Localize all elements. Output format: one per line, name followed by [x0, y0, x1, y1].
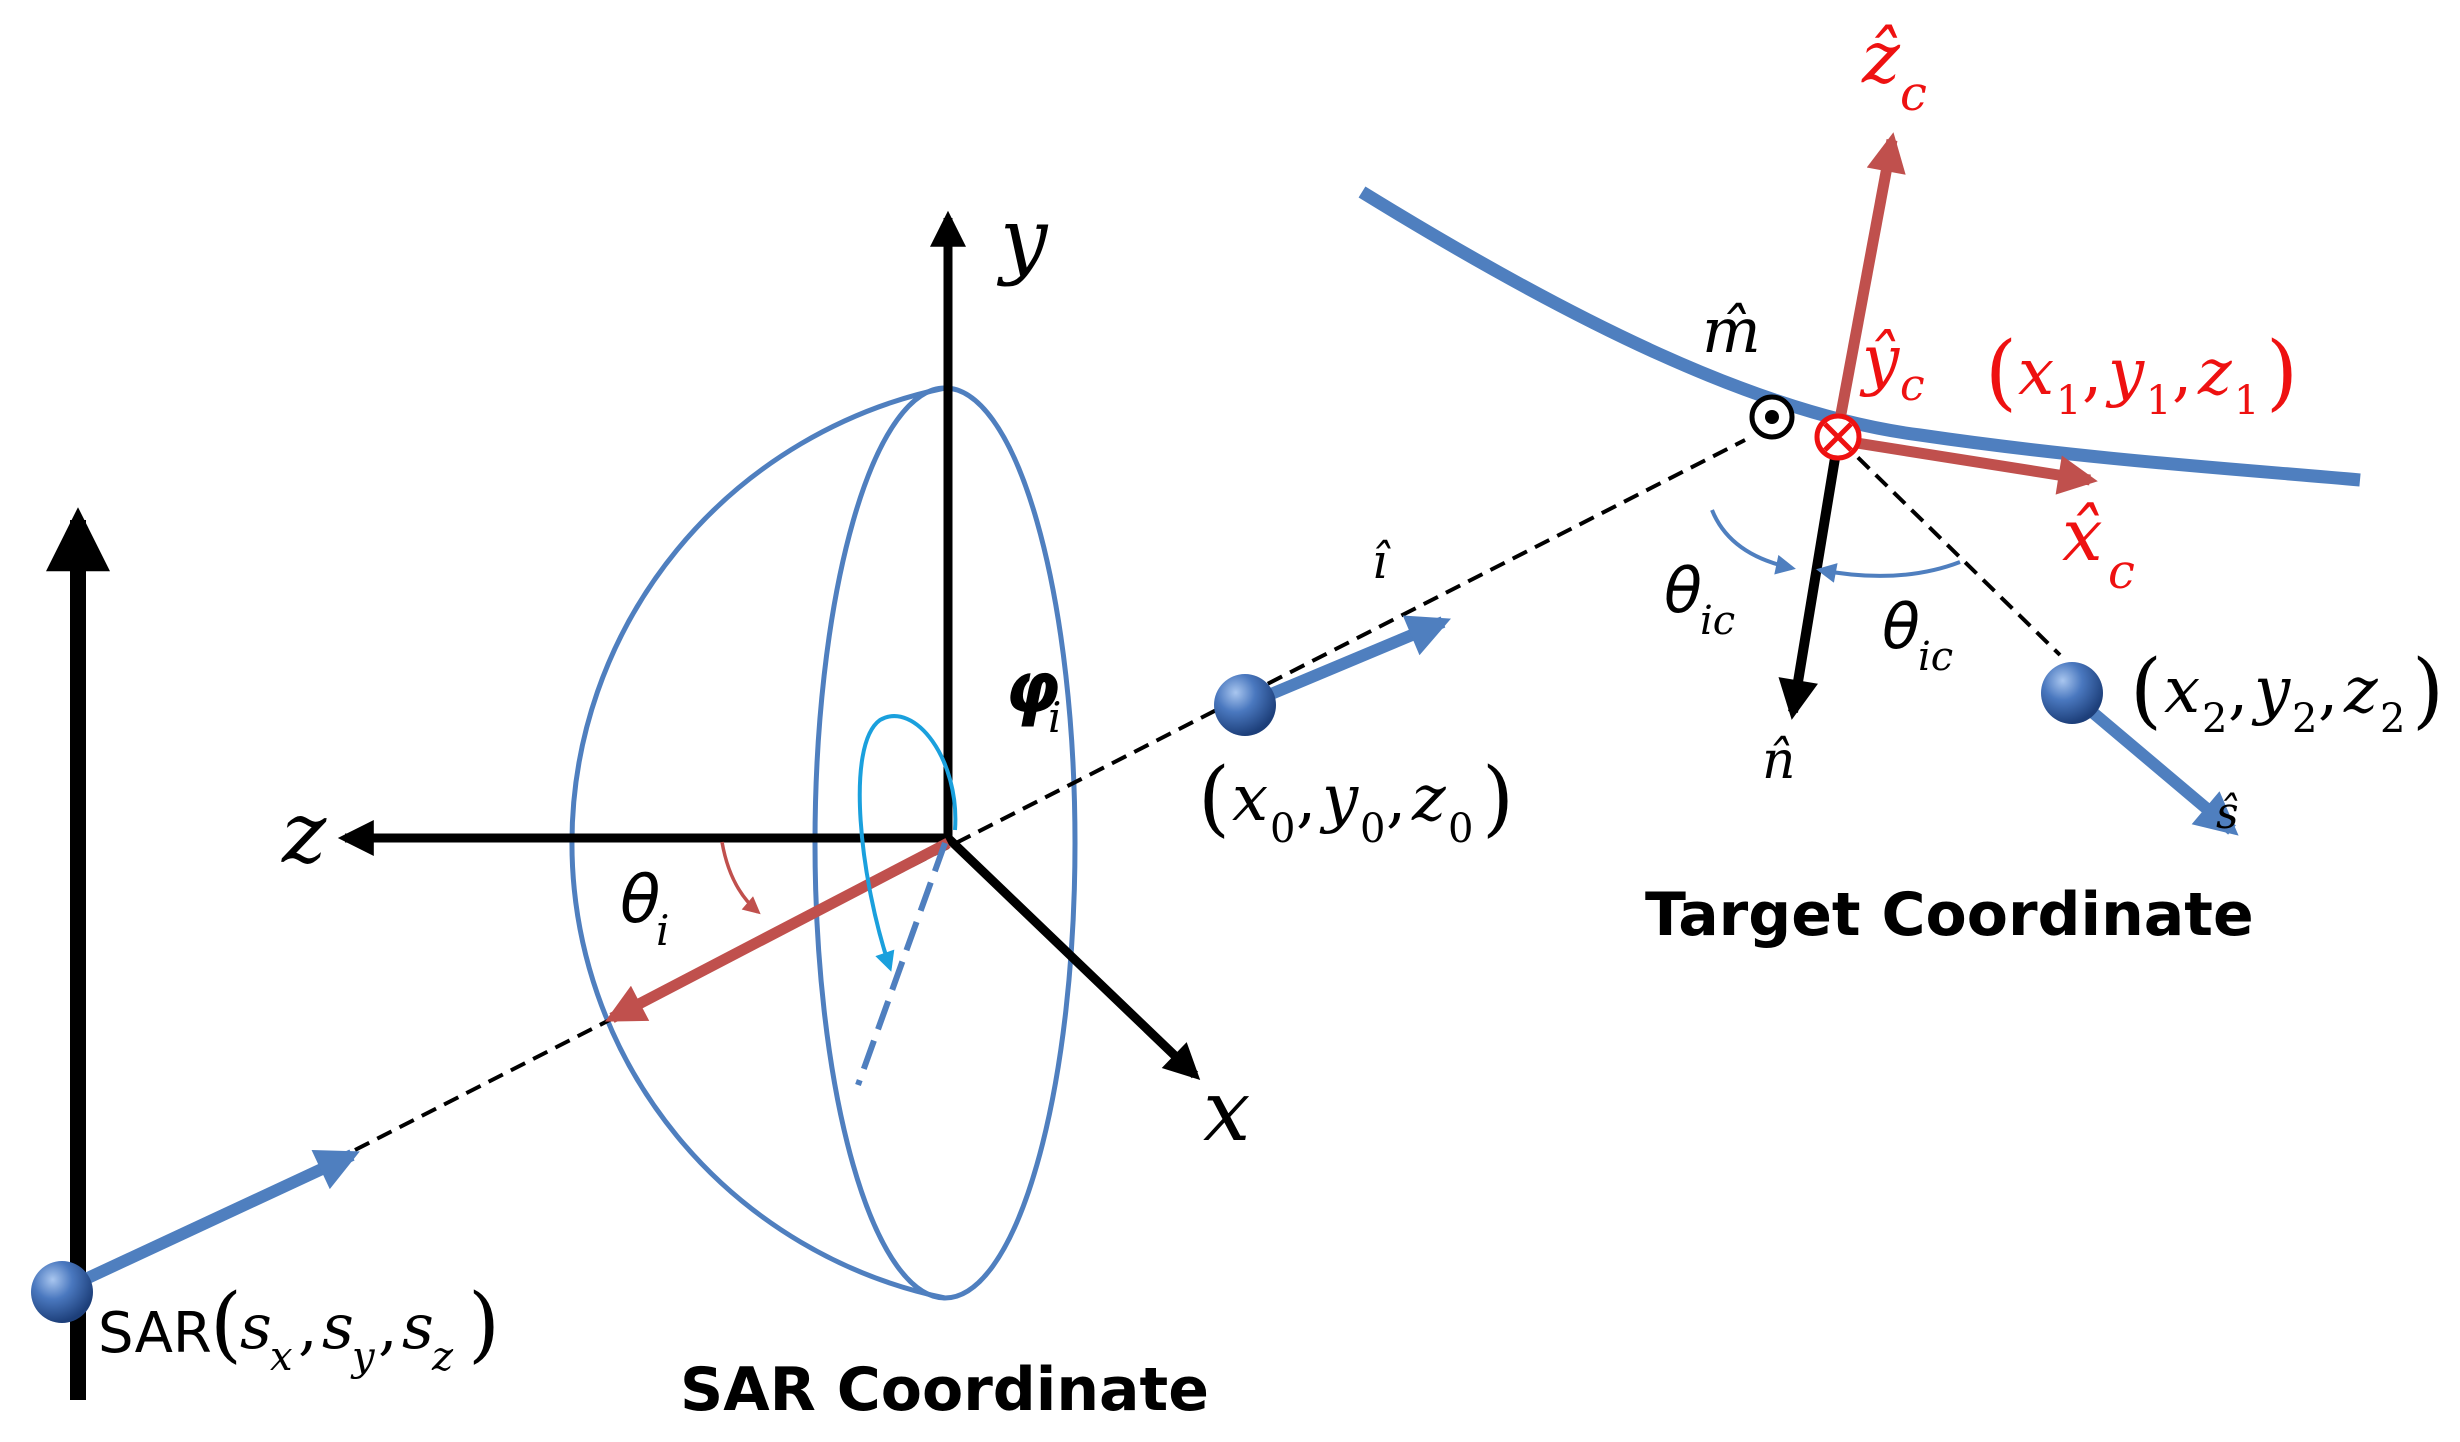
- point-p0: [1214, 674, 1276, 736]
- p1-a-sub: 1: [2056, 378, 2081, 424]
- label-z-axis: z: [281, 784, 327, 882]
- theta-i-symbol: θ: [620, 861, 660, 938]
- sar-s3-sub: z: [431, 1334, 454, 1380]
- sar-sep-2: ,: [378, 1290, 398, 1363]
- sar-prefix: SAR: [98, 1301, 212, 1366]
- label-s-hat: ŝ: [2216, 788, 2239, 839]
- sar-sep-1: ,: [298, 1290, 318, 1363]
- caption-sar-coordinate: SAR Coordinate: [680, 1355, 1209, 1425]
- p2-c-sub: 2: [2380, 696, 2405, 742]
- theta-i-arc: [720, 841, 761, 915]
- p1-c-sub: 1: [2234, 378, 2259, 424]
- label-theta-ic-right: θ ic: [1882, 590, 1953, 680]
- sar-close-paren: ): [468, 1277, 500, 1372]
- sar-open-paren: (: [210, 1277, 242, 1372]
- label-z-c-hat: ẑ c: [1861, 15, 1927, 122]
- sar-emission-arrow: [59, 1149, 360, 1296]
- caption-target-coordinate: Target Coordinate: [1645, 880, 2254, 950]
- p1-sep-2: ,: [2172, 336, 2192, 410]
- phi-i-symbol: φ: [1005, 647, 1060, 729]
- p1-c: z: [2197, 336, 2233, 410]
- p2-sep-2: ,: [2318, 654, 2338, 728]
- p1-sep-1: ,: [2082, 336, 2102, 410]
- p1-close: ): [2266, 325, 2298, 420]
- label-p0: ( x 0 , y 0 , z 0 ): [1198, 751, 1514, 852]
- x-c-hat-symbol: x̂: [2062, 493, 2103, 577]
- point-p2: [2041, 662, 2103, 724]
- label-p1: ( x 1 , y 1 , z 1 ): [1985, 325, 2298, 424]
- p2-close: ): [2412, 643, 2444, 738]
- sar-x-axis: [944, 834, 1201, 1080]
- p2-b-sub: 2: [2292, 696, 2317, 742]
- p0-b-sub: 0: [1360, 806, 1385, 852]
- p2-a: x: [2164, 654, 2200, 728]
- y-c-hat-sub: c: [1900, 360, 1925, 411]
- p0-close: ): [1482, 751, 1514, 846]
- p0-sep-1: ,: [1296, 762, 1316, 836]
- p0-c-sub: 0: [1448, 806, 1473, 852]
- label-theta-ic-left: θ ic: [1664, 554, 1735, 644]
- normal-n-arrow: [1778, 439, 1843, 720]
- z-c-hat-sub: c: [1900, 66, 1927, 122]
- target-surface-curve: [1358, 186, 2361, 487]
- sar-s1-sub: x: [270, 1334, 293, 1380]
- m-hat-dot-center: [1765, 410, 1779, 424]
- local-x-axis: [1837, 434, 2098, 495]
- sar-s3: s: [402, 1290, 434, 1363]
- projection-dashed-line: [855, 841, 948, 1087]
- label-i-hat: î: [1372, 534, 1391, 590]
- label-sar-position: SAR ( s x , s y , s z ): [98, 1277, 500, 1380]
- p2-c: z: [2343, 654, 2379, 728]
- phi-i-sub: i: [1048, 693, 1061, 742]
- label-x-c-hat: x̂ c: [2062, 493, 2135, 600]
- theta-ic-left-sub: ic: [1700, 598, 1735, 644]
- p0-a: x: [1232, 762, 1268, 836]
- label-n-hat: n̂: [1762, 731, 1796, 791]
- theta-i-sub: i: [656, 906, 669, 955]
- y-c-hat-symbol: ŷ: [1859, 321, 1900, 398]
- scattered-dashed-line: [1838, 438, 2062, 657]
- sar-s1: s: [240, 1290, 272, 1363]
- p1-b-sub: 1: [2146, 378, 2171, 424]
- sar-point: [31, 1261, 93, 1323]
- p2-a-sub: 2: [2202, 696, 2227, 742]
- label-phi-i: φ i: [1005, 647, 1061, 742]
- incidence-red-arrow: [604, 838, 951, 1023]
- p0-sep-2: ,: [1386, 762, 1406, 836]
- z-c-hat-symbol: ẑ: [1861, 15, 1901, 99]
- label-y-c-hat: ŷ c: [1859, 321, 1925, 411]
- local-z-axis: [1832, 132, 1906, 432]
- sar-s2-sub: y: [350, 1334, 376, 1380]
- x-c-hat-sub: c: [2108, 544, 2135, 600]
- p2-b: y: [2251, 654, 2291, 728]
- theta-ic-arc-right: [1816, 560, 1961, 583]
- p1-a: x: [2018, 336, 2054, 410]
- p2-open: (: [2130, 643, 2162, 738]
- sar-s2: s: [322, 1290, 354, 1363]
- theta-ic-right-sub: ic: [1918, 634, 1953, 680]
- p0-c: z: [1411, 762, 1447, 836]
- p0-b: y: [1319, 762, 1359, 836]
- p2-sep-1: ,: [2228, 654, 2248, 728]
- incidence-dashed-line: [354, 438, 1746, 1152]
- label-m-hat: m̂: [1702, 294, 1761, 367]
- label-p2: ( x 2 , y 2 , z 2 ): [2130, 643, 2444, 742]
- phi-i-arc: [857, 714, 958, 972]
- incident-vector-arrow: [1242, 615, 1451, 711]
- p0-open: (: [1198, 751, 1230, 846]
- y-c-cross-line-2: [1823, 422, 1853, 452]
- scattered-vector-arrow: [2068, 690, 2239, 836]
- p1-open: (: [1985, 325, 2017, 420]
- hemisphere-outline: [569, 385, 946, 1301]
- label-y-axis: y: [996, 190, 1049, 288]
- theta-ic-left-symbol: θ: [1664, 554, 1702, 627]
- theta-ic-right-symbol: θ: [1882, 590, 1920, 663]
- theta-ic-arc-left: [1710, 509, 1796, 575]
- label-theta-i: θ i: [620, 861, 669, 955]
- p0-a-sub: 0: [1270, 806, 1295, 852]
- p1-b: y: [2105, 336, 2145, 410]
- label-x-axis: x: [1203, 1062, 1250, 1160]
